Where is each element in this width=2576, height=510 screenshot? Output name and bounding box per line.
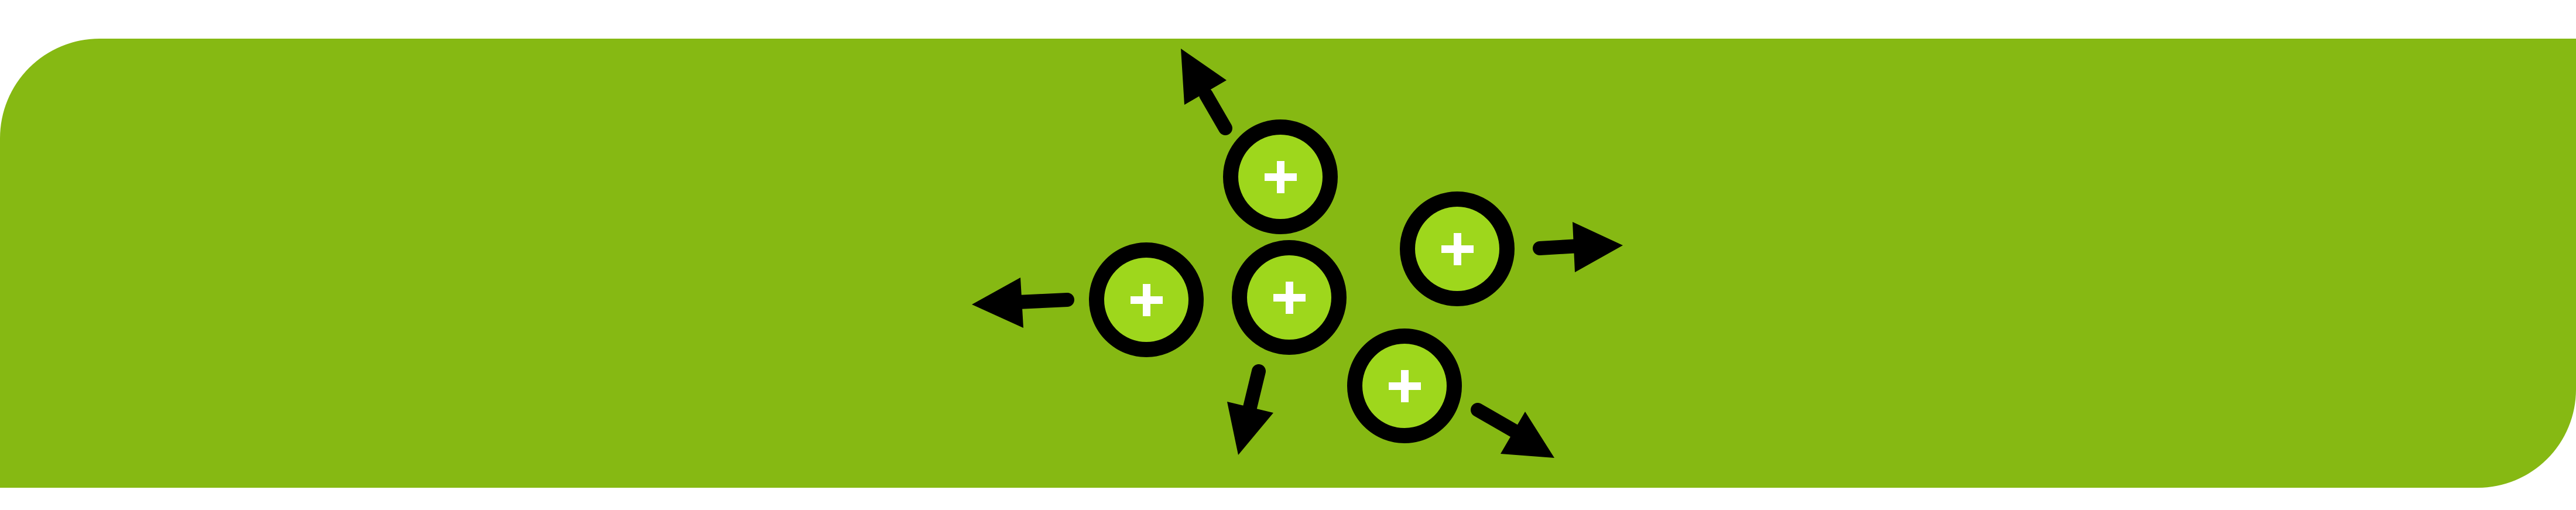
arrow-shaft <box>1010 293 1074 309</box>
arrow-shaft <box>1199 88 1232 135</box>
plus-icon <box>1131 284 1163 316</box>
arrow-shaft <box>1471 403 1523 439</box>
plus-icon <box>1265 161 1297 193</box>
plus-icon <box>1441 233 1474 265</box>
arrow-right <box>1533 222 1623 272</box>
arrow-down-right-icon <box>1501 412 1554 458</box>
arrow-up-left-icon <box>1181 49 1227 105</box>
particle-top <box>1223 119 1338 234</box>
arrow-up-left <box>1181 49 1232 135</box>
arrow-down-icon <box>1227 402 1273 455</box>
arrow-left-icon <box>972 278 1023 328</box>
arrow-left <box>972 278 1074 328</box>
arrow-shaft <box>1242 364 1266 417</box>
arrow-down-right <box>1471 403 1554 458</box>
particle-right <box>1400 191 1515 306</box>
particle-center <box>1232 240 1347 355</box>
arrow-down <box>1227 364 1273 455</box>
particle-left <box>1089 242 1204 357</box>
plus-icon <box>1273 282 1306 314</box>
arrow-right-icon <box>1573 222 1623 272</box>
particle-bottom-right <box>1347 328 1462 443</box>
plus-icon <box>1389 370 1421 402</box>
